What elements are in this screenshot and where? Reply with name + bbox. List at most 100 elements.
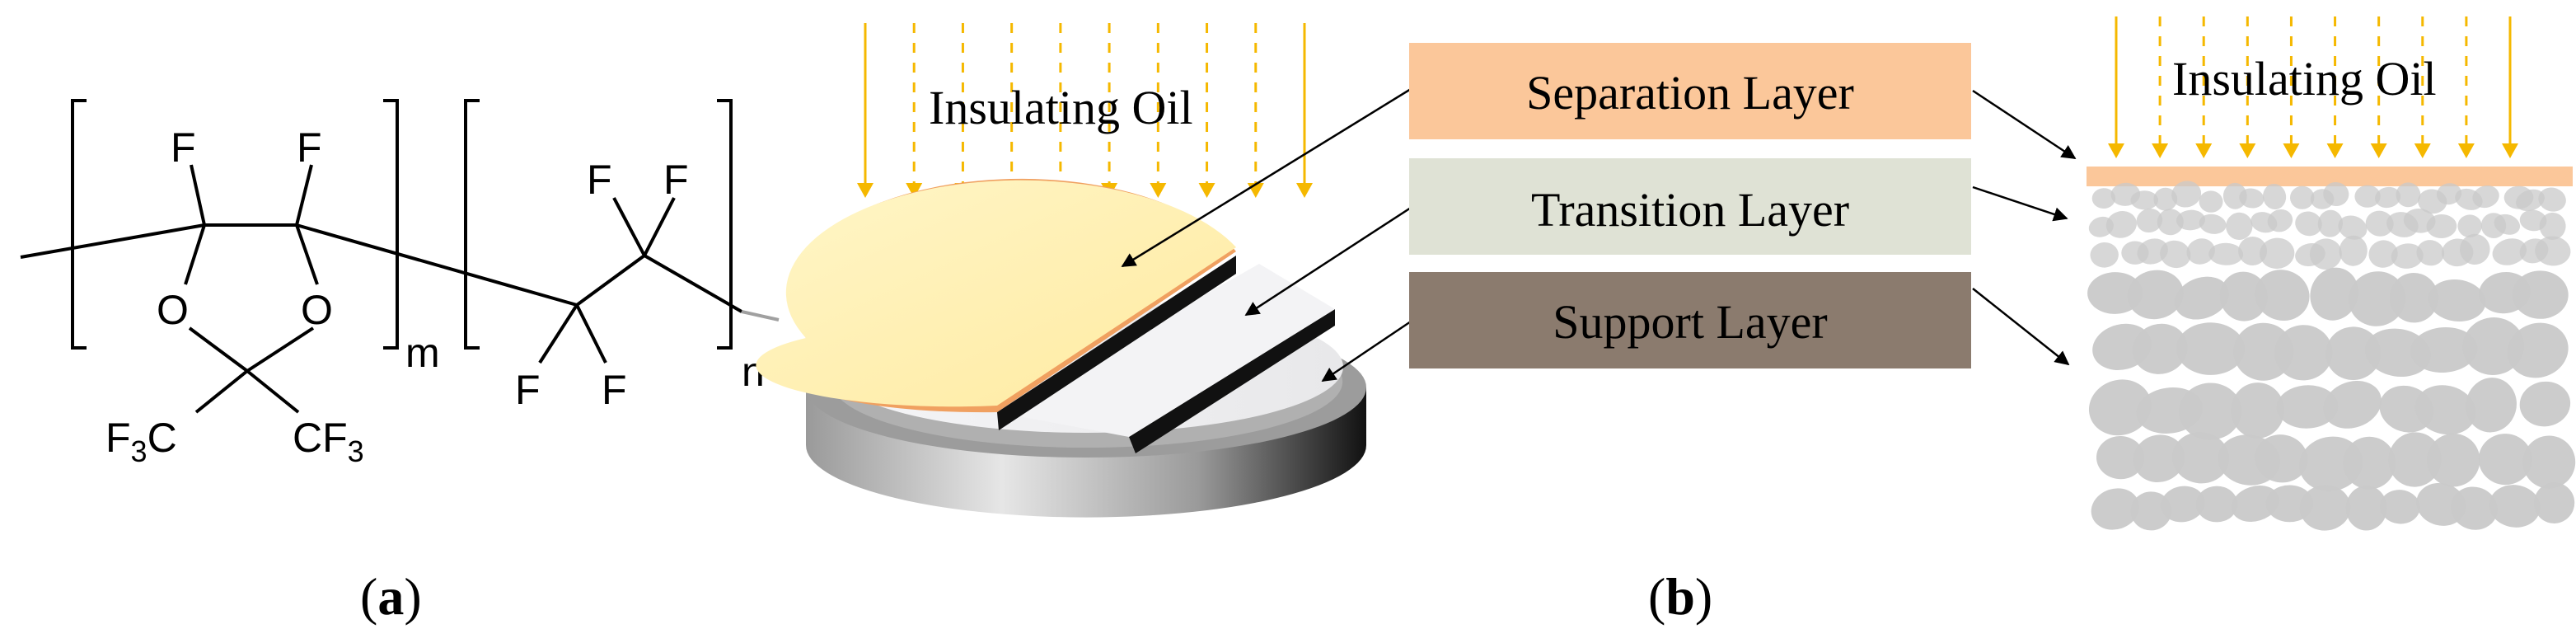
pore-particle [2345, 486, 2387, 531]
pore-particle [2519, 381, 2571, 427]
atom-fluorine: F [587, 157, 612, 203]
layer-label-transition: Transition Layer [1531, 183, 1849, 237]
pore-particle [2290, 185, 2315, 209]
pore-particle [2365, 210, 2394, 237]
atom-oxygen: O [301, 287, 333, 333]
pore-particle [2195, 486, 2238, 523]
atom-fluorine: F [515, 367, 541, 413]
pore-particle [2157, 209, 2184, 236]
pore-particle [2309, 238, 2342, 270]
pore-particle [2153, 187, 2178, 211]
pore-particle [2208, 242, 2244, 265]
pore-particle [2492, 238, 2527, 265]
pore-particle [2171, 181, 2202, 208]
group-cf3-right: CF3 [293, 415, 364, 468]
oil-arrows-right [2108, 16, 2518, 158]
separation-edge [997, 256, 1236, 430]
oil-flow-arrowhead [2370, 143, 2387, 158]
transition-slab [1129, 309, 1335, 453]
separation-layer-strip [2087, 167, 2573, 186]
pore-particle [2186, 238, 2215, 265]
panel-label-b: (b) [1648, 567, 1712, 626]
pore-particle [2388, 432, 2442, 487]
pore-particle [2199, 190, 2223, 213]
pore-particle [2354, 185, 2381, 208]
pore-particle [2088, 379, 2152, 436]
pore-particle [2533, 482, 2575, 523]
pore-particle [2219, 271, 2268, 322]
oil-flow-arrowhead [2195, 143, 2213, 158]
atom-fluorine: F [663, 157, 689, 203]
bond [184, 224, 206, 285]
oil-flow-arrowhead [2108, 143, 2124, 158]
bond [295, 224, 319, 285]
pore-particle [2451, 486, 2498, 530]
repeat-subscript-m: m [405, 330, 440, 376]
layer-box-support: Support Layer [1409, 272, 1971, 368]
pore-particle [2349, 271, 2406, 326]
layer-label-support: Support Layer [1553, 295, 1827, 349]
pore-particle [2161, 486, 2205, 523]
pore-particle [2310, 267, 2359, 321]
bond [188, 326, 249, 373]
pore-particle [2137, 238, 2168, 265]
pore-particle [2091, 188, 2116, 209]
atom-fluorine: F [171, 124, 196, 171]
pointer-support-right [1972, 288, 2070, 366]
pore-particle [2090, 242, 2119, 268]
pore-particle [2472, 185, 2499, 209]
pore-particle [2231, 383, 2285, 439]
layer-box-transition: Transition Layer [1409, 158, 1971, 255]
pointer-support [1321, 320, 1412, 383]
pointer-separation-right [1972, 89, 2077, 160]
bond [246, 326, 315, 373]
pore-particle [2380, 490, 2420, 524]
oil-flow-arrowhead [2414, 143, 2431, 158]
atom-fluorine: F [297, 124, 322, 171]
oil-flow-arrowhead [2457, 143, 2475, 158]
bond [296, 223, 578, 307]
pore-particle [2171, 432, 2230, 484]
pore-particle [2179, 383, 2242, 440]
left-bracket-n [464, 99, 480, 350]
pore-particle [2132, 323, 2188, 374]
pore-particle [2489, 485, 2541, 528]
bond-end-stub [741, 310, 780, 322]
pore-particle [2427, 433, 2480, 487]
pore-particle [2274, 325, 2333, 381]
left-bracket-m [71, 99, 87, 350]
pore-particle [2255, 270, 2310, 321]
pore-particle [2160, 240, 2191, 269]
pore-particle [2396, 182, 2421, 208]
pore-particle [2478, 434, 2532, 486]
bond [246, 369, 300, 414]
pore-particle [2276, 385, 2339, 429]
pore-particle [2231, 486, 2279, 522]
pore-particle [2338, 215, 2368, 240]
pore-particle [2325, 326, 2382, 381]
pore-particle [2260, 237, 2295, 270]
pore-particle [2130, 491, 2172, 531]
pore-particle [2539, 212, 2566, 240]
pore-particle [2238, 237, 2268, 265]
insulating-oil-label-left: Insulating Oil [929, 81, 1193, 134]
layer-box-separation: Separation Layer [1409, 43, 1971, 139]
pore-particle [2096, 435, 2145, 480]
group-cf3-left: F3C [105, 415, 177, 468]
oil-flow-arrowhead [906, 183, 923, 198]
oil-flow-arrowhead [1150, 183, 1167, 198]
pore-particle [2494, 214, 2521, 235]
pore-particle [2426, 214, 2457, 239]
pore-particle [2199, 214, 2227, 234]
panel-label-a: (a) [360, 567, 422, 626]
bond [194, 369, 249, 414]
pore-particle [2226, 212, 2253, 240]
pore-particle [2512, 270, 2569, 319]
oil-flow-arrowhead [2283, 143, 2300, 158]
pore-particle [2368, 240, 2398, 268]
pore-particle [2239, 188, 2265, 209]
pore-particle [2174, 276, 2229, 320]
pore-particle [2466, 378, 2517, 433]
layer-label-separation: Separation Layer [1526, 66, 1854, 120]
pore-particle [2389, 273, 2438, 323]
